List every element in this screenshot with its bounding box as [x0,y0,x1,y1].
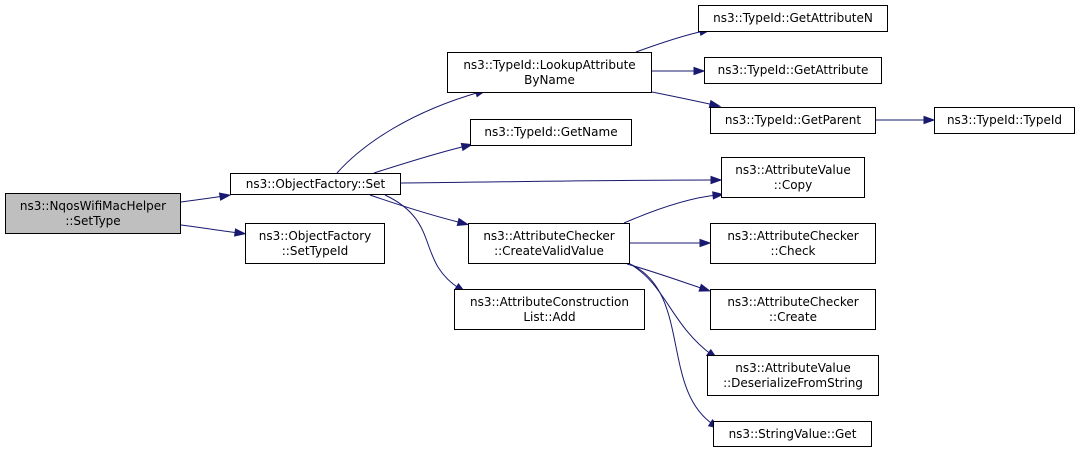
edge-objfactory_set-to-typeid_getname [373,145,467,174]
node-value-deserialize[interactable]: ns3::AttributeValue ::DeserializeFromStr… [707,355,879,396]
node-construction-add-line2: List::Add [523,309,576,324]
edge-objfactory_set-to-construction_add [384,194,461,290]
node-stringvalue-get-line1: ns3::StringValue::Get [728,426,857,441]
edge-typeid_lookup-to-typeid_getattrn [635,30,705,53]
arrowhead-typeid_lookup-to-typeid_getparent [708,99,722,109]
node-objfactory-settypeid[interactable]: ns3::ObjectFactory ::SetTypeId [245,223,385,264]
arrowhead-checker_createvalid-to-checker_create [698,283,712,292]
node-typeid-getname[interactable]: ns3::TypeId::GetName [470,119,632,146]
edge-objfactory_set-to-typeid_lookup [336,91,481,174]
node-typeid-typeid[interactable]: ns3::TypeId::TypeId [934,107,1075,134]
node-checker-createvalid-line1: ns3::AttributeChecker [483,228,615,243]
node-checker-check-line2: ::Check [770,243,816,258]
edge-typeid_lookup-to-typeid_getparent [651,91,715,106]
edge-nqos_settype-to-objfactory_settypeid [180,224,240,234]
arrowhead-typeid_getparent-to-typeid_typeid [923,115,936,125]
node-typeid-getattrn-line1: ns3::TypeId::GetAttributeN [713,11,873,25]
arrowhead-checker_createvalid-to-value_copy [712,191,725,200]
node-typeid-getparent[interactable]: ns3::TypeId::GetParent [710,107,876,134]
arrowhead-nqos_settype-to-objfactory_set [218,192,232,201]
node-typeid-getattr[interactable]: ns3::TypeId::GetAttribute [704,57,882,84]
node-checker-check-line1: ns3::AttributeChecker [727,228,859,243]
arrowhead-objfactory_set-to-checker_createvalid [456,217,470,226]
node-typeid-lookup[interactable]: ns3::TypeId::LookupAttribute ByName [447,52,652,93]
node-typeid-getattr-line1: ns3::TypeId::GetAttribute [717,63,869,77]
edge-checker_createvalid-to-value_copy [623,194,718,224]
edge-objfactory_set-to-value_copy [400,179,716,184]
node-nqos-settype-line2: ::SetType [65,213,121,228]
arrowhead-typeid_lookup-to-typeid_getattr [693,66,706,76]
node-nqos-settype: ns3::NqosWifiMacHelper ::SetType [5,193,181,234]
node-value-deserialize-line2: ::DeserializeFromString [723,375,863,390]
arrowhead-checker_createvalid-to-checker_check [699,238,712,248]
node-value-copy-line1: ns3::AttributeValue [735,162,851,177]
node-typeid-getname-line1: ns3::TypeId::GetName [484,125,618,139]
edge-objfactory_set-to-checker_createvalid [369,194,463,224]
node-typeid-lookup-line1: ns3::TypeId::LookupAttribute [463,57,636,72]
node-checker-create[interactable]: ns3::AttributeChecker ::Create [710,289,876,330]
node-value-copy-line2: ::Copy [773,177,813,192]
node-construction-add[interactable]: ns3::AttributeConstruction List::Add [454,289,645,330]
node-checker-createvalid-line2: ::CreateValidValue [494,243,604,258]
edge-checker_createvalid-to-value_deserialize [629,263,713,356]
node-value-copy[interactable]: ns3::AttributeValue ::Copy [721,157,865,198]
node-checker-check[interactable]: ns3::AttributeChecker ::Check [710,223,876,264]
node-stringvalue-get[interactable]: ns3::StringValue::Get [713,421,872,447]
arrowhead-objfactory_set-to-typeid_getname [460,142,474,152]
node-checker-create-line1: ns3::AttributeChecker [727,294,859,309]
edge-checker_createvalid-to-stringvalue_get [629,263,715,426]
arrowhead-objfactory_set-to-value_copy [710,175,723,185]
edge-checker_createvalid-to-checker_create [626,263,705,290]
node-typeid-getattrn[interactable]: ns3::TypeId::GetAttributeN [698,5,888,32]
node-objfactory-settypeid-line2: ::SetTypeId [281,243,349,258]
node-typeid-typeid-line1: ns3::TypeId::TypeId [946,113,1063,127]
arrowhead-nqos_settype-to-objfactory_settypeid [234,228,247,237]
edge-nqos_settype-to-objfactory_set [180,195,225,203]
node-checker-create-line2: ::Create [769,309,817,324]
node-objfactory-set[interactable]: ns3::ObjectFactory::Set [230,173,401,195]
node-value-deserialize-line1: ns3::AttributeValue [735,360,851,375]
node-checker-createvalid[interactable]: ns3::AttributeChecker ::CreateValidValue [468,223,630,264]
node-objfactory-settypeid-line1: ns3::ObjectFactory [258,228,372,243]
node-nqos-settype-line1: ns3::NqosWifiMacHelper [19,198,167,213]
node-typeid-lookup-line2: ByName [524,72,575,87]
node-typeid-getparent-line1: ns3::TypeId::GetParent [724,113,862,127]
node-objfactory-set-line1: ns3::ObjectFactory::Set [245,176,386,191]
node-construction-add-line1: ns3::AttributeConstruction [470,294,629,309]
